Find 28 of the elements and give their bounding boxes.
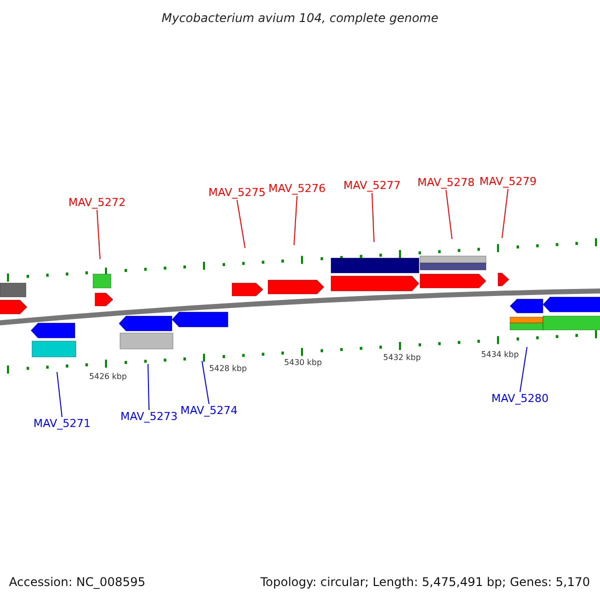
gene-label: MAV_5277 xyxy=(343,179,401,193)
gene-label: MAV_5280 xyxy=(491,392,549,406)
gene-label: MAV_5275 xyxy=(208,186,266,200)
footer-note: Accession: NC_008595 xyxy=(9,574,146,591)
gene-label: MAV_5279 xyxy=(479,175,537,189)
leader-line xyxy=(502,188,508,238)
leader-line xyxy=(56,372,62,418)
leader-line xyxy=(294,196,298,246)
tick-label: 5432 kbp xyxy=(383,352,421,364)
leader-line xyxy=(202,360,210,404)
gene-label: MAV_5272 xyxy=(68,196,126,210)
gene-label: MAV_5278 xyxy=(417,176,475,190)
gene-label: MAV_5273 xyxy=(120,410,178,424)
leader-line xyxy=(96,210,100,260)
gene-label: MAV_5271 xyxy=(33,417,91,431)
leader-line xyxy=(236,200,246,248)
gene-label: MAV_5274 xyxy=(180,404,238,418)
tick-label: 5428 kbp xyxy=(209,363,247,375)
title: Mycobacterium avium 104, complete genome xyxy=(160,10,440,27)
tick-label: 5426 kbp xyxy=(89,371,127,383)
gene-label: MAV_5276 xyxy=(268,182,326,196)
leader-line xyxy=(446,190,452,240)
leader-line xyxy=(520,346,528,392)
tick-label: 5434 kbp xyxy=(481,349,519,361)
leader-line xyxy=(148,364,150,410)
leader-line xyxy=(372,192,374,242)
tick-label: 5430 kbp xyxy=(284,357,322,369)
footer-note: Topology: circular; Length: 5,475,491 bp; Genes: 5,170 xyxy=(260,574,590,591)
